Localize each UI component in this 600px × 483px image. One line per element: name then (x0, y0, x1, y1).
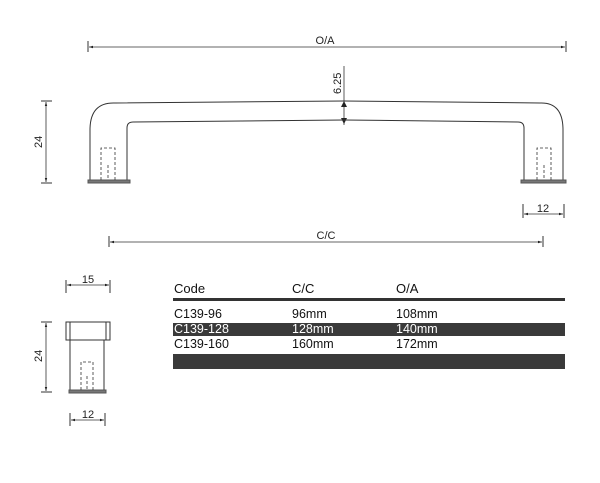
side-base-width-label: 12 (82, 409, 94, 421)
height-label-front: 24 (33, 136, 45, 148)
table-header: Code C/C O/A (173, 281, 565, 296)
height-dimension-front: 24 (33, 100, 52, 184)
handle-front-view (87, 100, 567, 184)
spec-table: Code C/C O/A C139-96 96mm 108mm C139-128… (173, 281, 565, 369)
cell-code: C139-160 (174, 337, 229, 351)
table-row-empty (173, 354, 565, 369)
table-row: C139-96 96mm 108mm (173, 308, 565, 321)
centers-dimension: C/C (108, 230, 544, 247)
side-height-dimension: 24 (33, 321, 52, 393)
thickness-dimension: 6.25 (332, 66, 347, 125)
foot-width-dimension: 12 (522, 203, 565, 218)
side-top-width-label: 15 (82, 274, 94, 286)
header-oa: O/A (396, 281, 419, 296)
cell-oa: 140mm (396, 322, 438, 336)
cell-cc: 96mm (292, 307, 327, 321)
cell-code: C139-96 (174, 307, 222, 321)
cell-code: C139-128 (174, 322, 229, 336)
header-cc: C/C (292, 281, 315, 296)
centers-label: C/C (317, 230, 336, 242)
header-code: Code (174, 281, 206, 296)
header-rule (173, 298, 565, 301)
side-height-label: 24 (33, 350, 45, 362)
handle-side-view (65, 321, 111, 394)
cell-oa: 108mm (396, 307, 438, 321)
cell-cc: 160mm (292, 337, 334, 351)
table-row: C139-128 128mm 140mm (173, 323, 565, 336)
side-base-width-dimension: 12 (69, 409, 106, 426)
overall-label: O/A (316, 35, 336, 47)
table-row: C139-160 160mm 172mm (173, 338, 565, 351)
cell-oa: 172mm (396, 337, 438, 351)
cell-cc: 128mm (292, 322, 334, 336)
side-top-width-dimension: 15 (65, 274, 111, 293)
overall-dimension: O/A (87, 35, 567, 52)
foot-width-label: 12 (537, 203, 549, 215)
thickness-label: 6.25 (332, 73, 344, 94)
